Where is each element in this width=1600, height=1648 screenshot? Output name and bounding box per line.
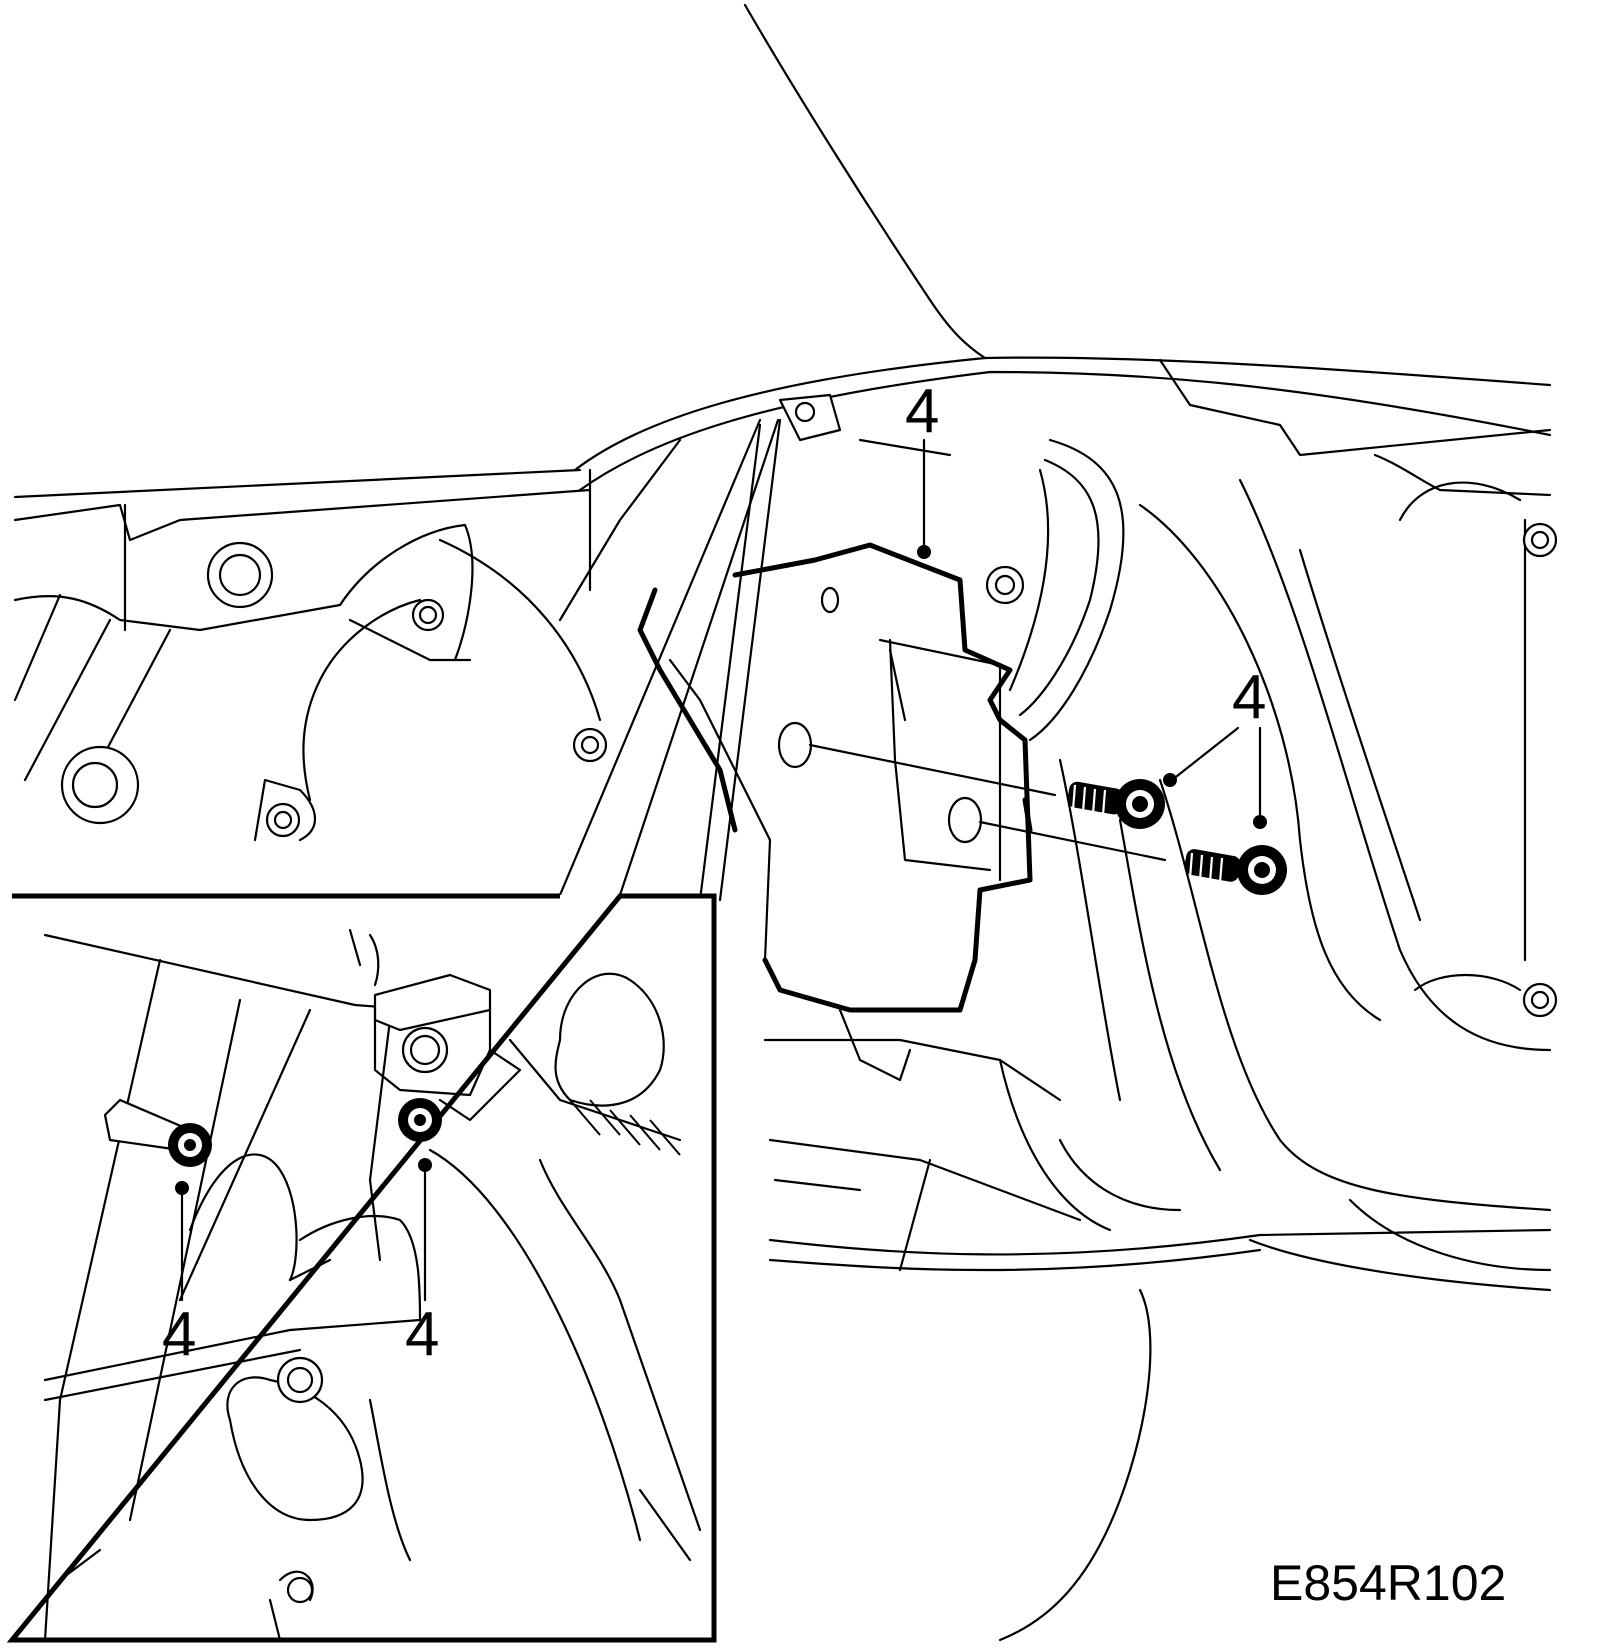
inset-nut-right [398,1098,442,1142]
callout-right-upper: 4 [1163,663,1267,829]
callout-inset-left: 4 [162,1181,196,1369]
bolt-upper [1067,779,1165,829]
callout-inset-right-label: 4 [405,1300,439,1369]
boss-left-2 [60,745,140,825]
callout-top-label: 4 [905,377,939,446]
bolt-lower [1184,845,1287,895]
figure-id: E854R102 [1270,1555,1506,1611]
boss-left-1 [206,541,274,609]
main-view: 4 4 [13,3,1558,1642]
inset-view: 4 4 [6,418,780,1643]
mounting-bracket-outline [637,587,738,833]
callout-inset-left-label: 4 [162,1300,196,1369]
callout-inset-right: 4 [405,1158,439,1369]
inset-nut-left [168,1123,212,1167]
callout-top: 4 [905,377,939,559]
callout-right-upper-label: 4 [1232,663,1266,732]
